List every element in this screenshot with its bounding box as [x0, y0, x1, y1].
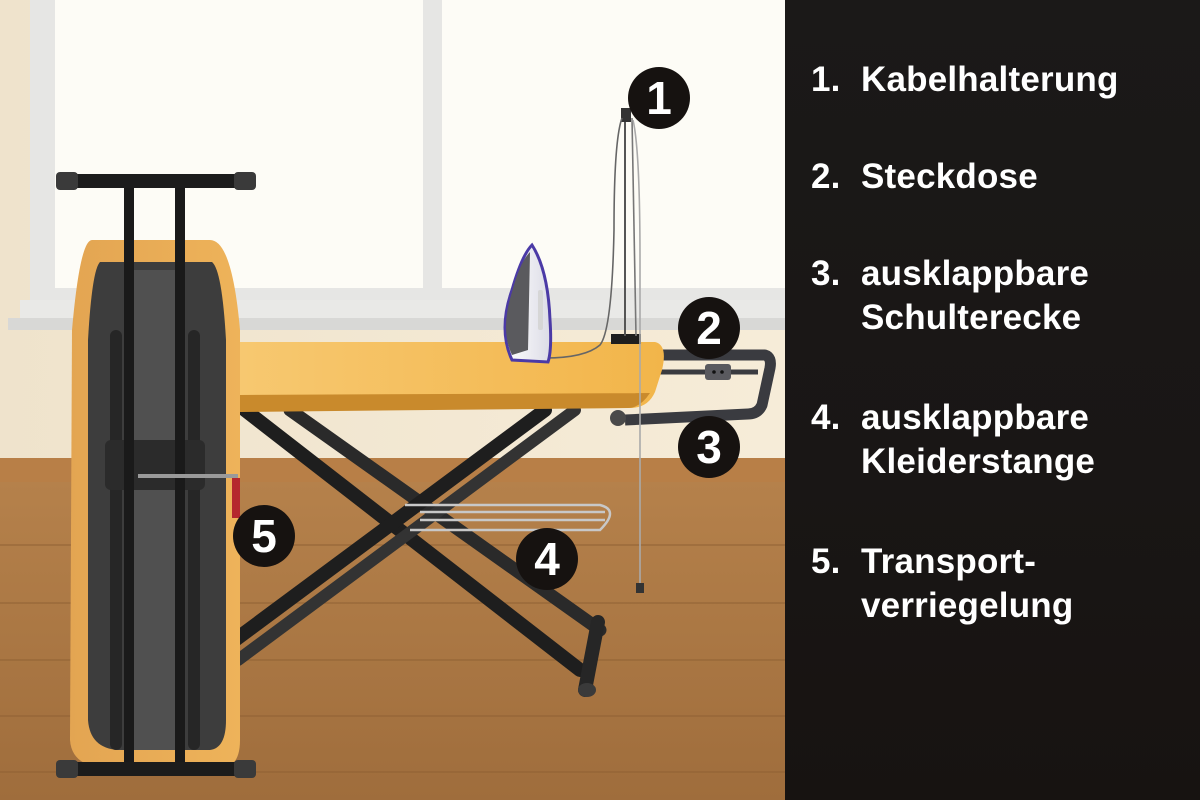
legend-label: Transport- verriegelung [861, 542, 1074, 625]
illustration-scene: 1 2 3 4 5 [0, 0, 785, 800]
cable-holder [544, 108, 644, 593]
legend-label: Steckdose [861, 157, 1038, 196]
marker-1: 1 [628, 67, 690, 129]
legend-label: ausklappbare Kleiderstange [861, 398, 1096, 481]
power-socket [705, 364, 731, 380]
board-legs [228, 403, 607, 697]
legend-panel: 1. Kabelhalterung 2. Steckdose 3. auskla… [785, 0, 1200, 800]
transport-lock [232, 478, 240, 518]
legend-number: 1. [811, 60, 841, 99]
legend-number: 2. [811, 157, 841, 196]
folded-board [56, 172, 256, 778]
shoulder-extension [610, 349, 776, 426]
marker-2: 2 [678, 297, 740, 359]
steam-iron [503, 242, 553, 364]
legend-number: 4. [811, 398, 841, 437]
legend-number: 5. [811, 542, 841, 581]
board-top [240, 342, 664, 412]
marker-5: 5 [233, 505, 295, 567]
legend-label: Kabelhalterung [861, 60, 1119, 99]
legend-label: ausklappbare Schulterecke [861, 254, 1090, 337]
marker-4: 4 [516, 528, 578, 590]
marker-3: 3 [678, 416, 740, 478]
clothes-rail [405, 503, 612, 532]
legend-number: 3. [811, 254, 841, 293]
